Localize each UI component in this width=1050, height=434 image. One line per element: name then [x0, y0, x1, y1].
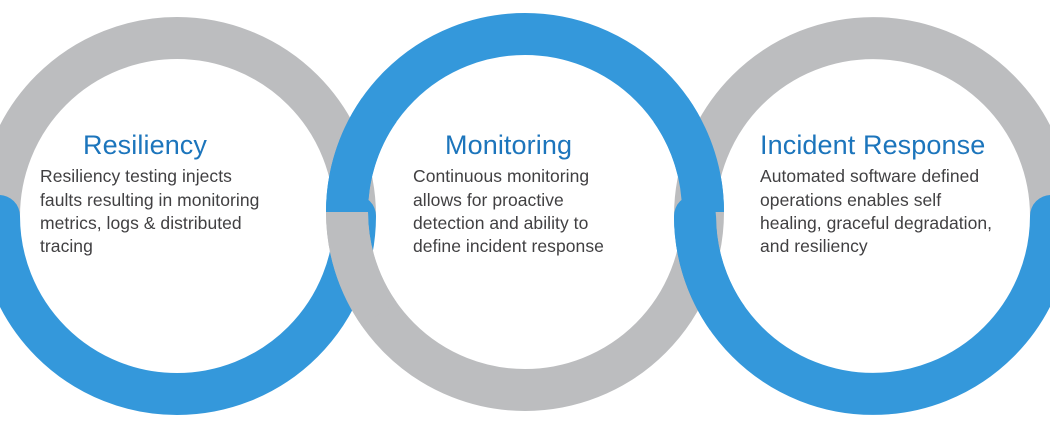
ring-3-top-arc: [674, 17, 1050, 237]
weave-right-blue-over-mid-gray: [674, 215, 745, 331]
stage-body-line: and resiliency: [760, 236, 868, 257]
stage-body-line: Resiliency testing injects: [40, 166, 232, 187]
weave-mid-blue-over-left-gray: [326, 97, 397, 213]
weave-mid-gray-over-left-blue: [326, 211, 397, 327]
ring-1-top-arc: [0, 17, 376, 237]
stage-body-line: Continuous monitoring: [413, 166, 590, 187]
stage-title-monitoring: Monitoring: [445, 130, 573, 160]
stage-body-monitoring: Continuous monitoring allows for proacti…: [413, 165, 663, 258]
stage-panel-monitoring: Monitoring Continuous monitoring allows …: [413, 131, 663, 258]
stage-title-incident-response: Incident Response: [760, 130, 986, 160]
stage-panel-resiliency: Resiliency Resiliency testing injects fa…: [40, 131, 302, 258]
stage-body-line: tracing: [40, 236, 93, 257]
stage-body-line: faults resulting in monitoring: [40, 189, 260, 210]
stage-body-line: operations enables self: [760, 189, 942, 210]
ring-1-bottom-arc: [0, 195, 376, 415]
stage-body-resiliency: Resiliency testing injects faults result…: [40, 165, 302, 258]
stage-body-line: healing, graceful degradation,: [760, 212, 993, 233]
stage-panel-incident-response: Incident Response Automated software def…: [760, 131, 1030, 258]
stage-body-line: allows for proactive: [413, 189, 564, 210]
stage-body-line: Automated software defined: [760, 166, 980, 187]
stage-body-incident-response: Automated software defined operations en…: [760, 165, 1030, 258]
stage-body-line: metrics, logs & distributed: [40, 212, 242, 233]
stage-title-resiliency: Resiliency: [82, 130, 208, 160]
weave-mid-blue-over-right-gray: [653, 97, 724, 213]
stage-body-line: define incident response: [413, 236, 604, 257]
stage-body-line: detection and ability to: [413, 212, 589, 233]
